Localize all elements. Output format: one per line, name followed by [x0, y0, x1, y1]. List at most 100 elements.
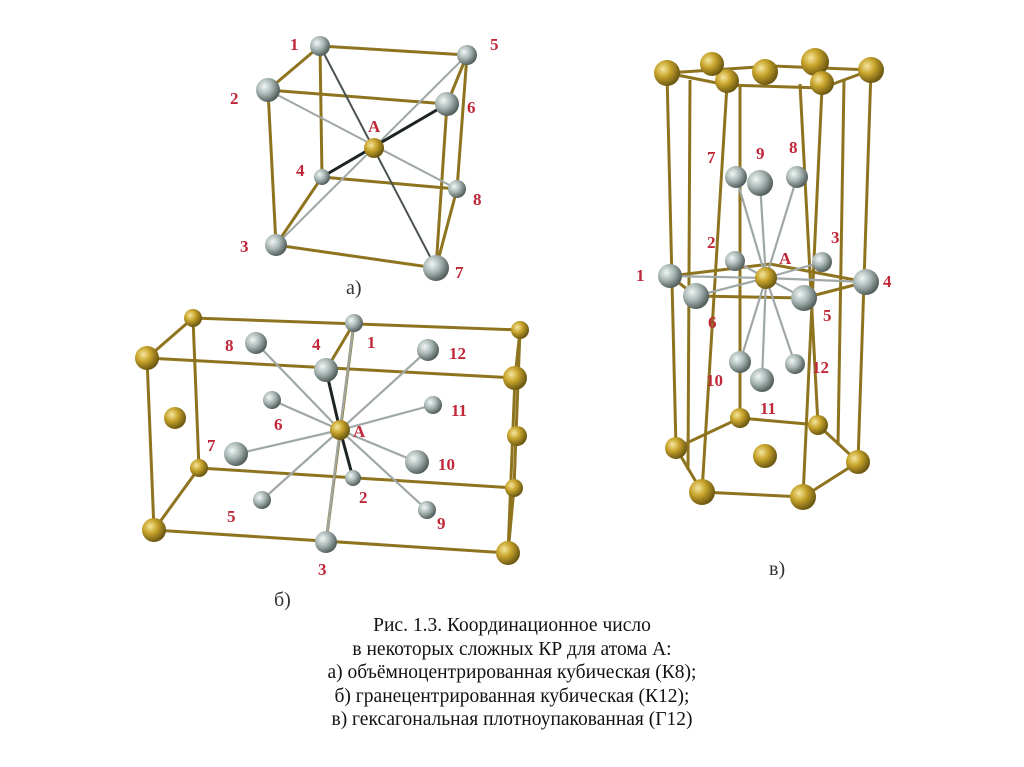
atom-c-center — [755, 267, 777, 289]
label-a5: 5 — [490, 35, 499, 54]
label-b12: 12 — [449, 344, 466, 363]
gold-atom — [808, 415, 828, 435]
figure-caption: Рис. 1.3. Координационное число в некото… — [262, 614, 762, 732]
label-b6: 6 — [274, 415, 283, 434]
label-c12: 12 — [812, 358, 829, 377]
gold-atom — [184, 309, 202, 327]
atom-b-center — [330, 420, 350, 440]
atom-b2 — [345, 470, 361, 486]
label-c-center: А — [779, 249, 792, 268]
gold-atom — [142, 518, 166, 542]
atom-c8 — [786, 166, 808, 188]
label-c5: 5 — [823, 306, 832, 325]
label-b8: 8 — [225, 336, 234, 355]
gold-atom — [164, 407, 186, 429]
sublabel-b: б) — [274, 589, 291, 611]
gold-atom — [190, 459, 208, 477]
atom-a6 — [435, 92, 459, 116]
label-a-center: А — [368, 117, 381, 136]
caption-line-3: а) объёмноцентрированная кубическая (К8)… — [262, 661, 762, 685]
sublabel-a: а) — [346, 277, 362, 299]
atom-b6 — [263, 391, 281, 409]
atom-b8 — [245, 332, 267, 354]
gold-atom — [496, 541, 520, 565]
label-a7: 7 — [455, 263, 464, 282]
gold-atom — [507, 426, 527, 446]
atom-b5 — [253, 491, 271, 509]
gold-atom — [700, 52, 724, 76]
caption-line-2: в некоторых сложных КР для атома А: — [262, 638, 762, 662]
label-b5: 5 — [227, 507, 236, 526]
label-a4: 4 — [296, 161, 305, 180]
atom-c3 — [812, 252, 832, 272]
label-c3: 3 — [831, 228, 840, 247]
sublabel-c: в) — [769, 558, 785, 580]
atom-b3 — [315, 531, 337, 553]
label-b-center: А — [353, 422, 366, 441]
gold-atom — [858, 57, 884, 83]
atom-b7 — [224, 442, 248, 466]
lattice-c-hcp: 1 2 3 4 5 6 7 8 9 10 11 12 А в) — [636, 48, 892, 580]
label-b10: 10 — [438, 455, 455, 474]
caption-line-4: б) гранецентрированная кубическая (К12); — [262, 685, 762, 709]
label-c11: 11 — [760, 399, 776, 418]
cube-edges — [268, 46, 467, 268]
atom-c6 — [683, 283, 709, 309]
atom-a3 — [265, 234, 287, 256]
label-a1: 1 — [290, 35, 299, 54]
atom-c12 — [785, 354, 805, 374]
gold-atom — [753, 444, 777, 468]
label-c1: 1 — [636, 266, 645, 285]
caption-line-1: Рис. 1.3. Координационное число — [262, 614, 762, 638]
atom-c4 — [853, 269, 879, 295]
label-c7: 7 — [707, 148, 716, 167]
label-b2: 2 — [359, 488, 368, 507]
gold-atom — [730, 408, 750, 428]
atom-b9 — [418, 501, 436, 519]
atom-b4 — [314, 358, 338, 382]
label-b11: 11 — [451, 401, 467, 420]
gold-atom — [654, 60, 680, 86]
atom-a4 — [314, 169, 330, 185]
atom-a2 — [256, 78, 280, 102]
atom-b11 — [424, 396, 442, 414]
atom-a8 — [448, 180, 466, 198]
label-c6: 6 — [708, 313, 717, 332]
label-b3: 3 — [318, 560, 327, 579]
label-c9: 9 — [756, 144, 765, 163]
gold-atom — [665, 437, 687, 459]
label-a2: 2 — [230, 89, 239, 108]
gold-atom — [846, 450, 870, 474]
atom-c7 — [725, 166, 747, 188]
gold-atom — [752, 59, 778, 85]
label-b1: 1 — [367, 333, 376, 352]
atom-c1 — [658, 264, 682, 288]
gold-atom — [790, 484, 816, 510]
gold-atom — [689, 479, 715, 505]
atom-b10 — [405, 450, 429, 474]
label-a8: 8 — [473, 190, 482, 209]
label-c2: 2 — [707, 233, 716, 252]
lattice-b-fcc: 1 2 3 4 5 6 7 8 9 10 11 12 А б) — [135, 309, 529, 611]
atom-b12 — [417, 339, 439, 361]
gold-atom — [503, 366, 527, 390]
label-c10: 10 — [706, 371, 723, 390]
atom-a-center — [364, 138, 384, 158]
gold-atom — [135, 346, 159, 370]
label-c4: 4 — [883, 272, 892, 291]
caption-line-5: в) гексагональная плотноупакованная (Г12… — [262, 708, 762, 732]
lattice-a-bcc: 1 2 3 4 5 6 7 8 А а) — [230, 35, 499, 299]
label-b7: 7 — [207, 436, 216, 455]
atom-c9 — [747, 170, 773, 196]
label-a3: 3 — [240, 237, 249, 256]
atom-c10 — [729, 351, 751, 373]
label-c8: 8 — [789, 138, 798, 157]
label-b9: 9 — [437, 514, 446, 533]
atom-a5 — [457, 45, 477, 65]
atom-c11 — [750, 368, 774, 392]
gold-atom — [511, 321, 529, 339]
label-b4: 4 — [312, 335, 321, 354]
gold-atom — [810, 71, 834, 95]
gold-atom — [505, 479, 523, 497]
atom-c2 — [725, 251, 745, 271]
